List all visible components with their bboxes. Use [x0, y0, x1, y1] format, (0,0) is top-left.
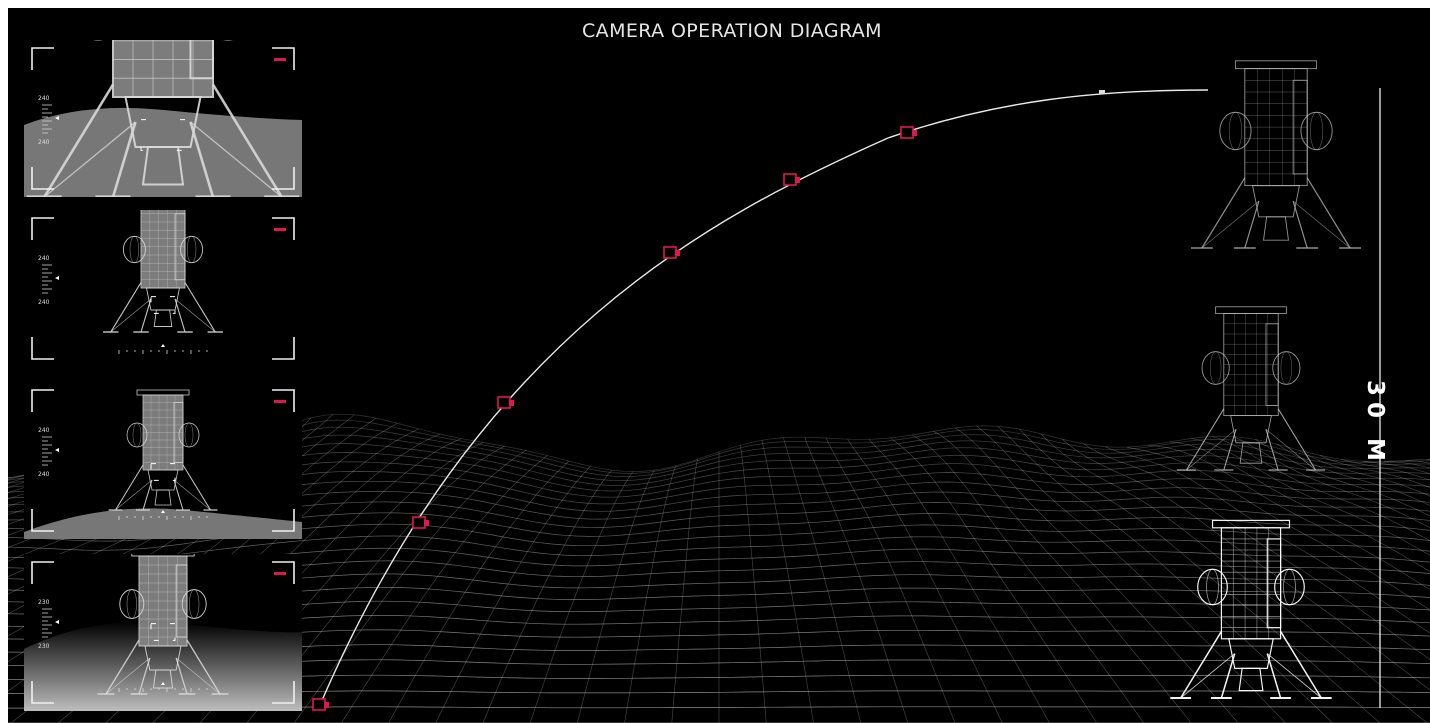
- scale-bottom-label: 240: [38, 471, 50, 478]
- lander-wireframes: [1170, 60, 1362, 699]
- trajectory-end-marker: [1099, 90, 1105, 94]
- scale-bottom-label: 240: [38, 139, 50, 146]
- recording-indicator: [274, 58, 286, 61]
- camera-marker: [900, 126, 917, 139]
- camera-markers: [312, 90, 1105, 711]
- height-label: 30 M: [1362, 380, 1388, 467]
- diagram-title: CAMERA OPERATION DIAGRAM: [582, 20, 882, 42]
- trajectory-arc: [319, 89, 1209, 706]
- camera-view-2: 240 240: [24, 210, 302, 367]
- camera-marker: [412, 516, 429, 529]
- camera-marker: [663, 246, 680, 259]
- camera-view-1: 240 240: [24, 40, 302, 197]
- recording-indicator: [274, 228, 286, 231]
- scale-bottom-label: 230: [38, 643, 50, 650]
- camera-marker: [312, 698, 329, 711]
- camera-view-3: 240 240: [24, 382, 302, 539]
- scale-top-label: 240: [38, 255, 50, 262]
- scale-top-label: 240: [38, 95, 50, 102]
- diagram-canvas: CAMERA OPERATION DIAGRAM 30 M 240 240 240…: [8, 8, 1430, 723]
- scale-bottom-label: 240: [38, 299, 50, 306]
- scale-top-label: 230: [38, 599, 50, 606]
- scale-top-label: 240: [38, 427, 50, 434]
- camera-marker: [783, 173, 800, 186]
- recording-indicator: [274, 572, 286, 575]
- recording-indicator: [274, 400, 286, 403]
- camera-view-4: 230 230: [24, 554, 302, 711]
- camera-marker: [497, 396, 514, 409]
